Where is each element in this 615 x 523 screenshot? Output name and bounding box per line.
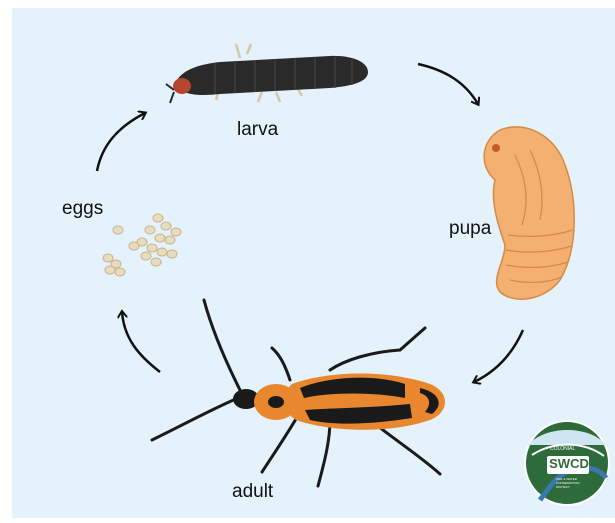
adult-label: adult <box>232 481 273 503</box>
pupa-illustration <box>484 127 574 299</box>
eggs-illustration <box>103 214 181 276</box>
logo-tiny-text: SOIL & WATER CONSERVATION DISTRICT <box>556 477 590 489</box>
pupa-label: pupa <box>449 218 491 240</box>
larva-illustration <box>166 44 368 103</box>
adult-illustration <box>152 300 445 486</box>
arrow-pupa-to-adult <box>474 330 523 382</box>
logo-small-text: COLONIAL <box>550 446 575 452</box>
logo-text: SWCD <box>549 456 589 471</box>
arrow-eggs-to-larva <box>97 113 145 171</box>
larva-label: larva <box>237 119 278 141</box>
arrow-larva-to-pupa <box>418 64 478 104</box>
eggs-label: eggs <box>62 198 103 220</box>
arrow-adult-to-eggs <box>122 312 160 372</box>
